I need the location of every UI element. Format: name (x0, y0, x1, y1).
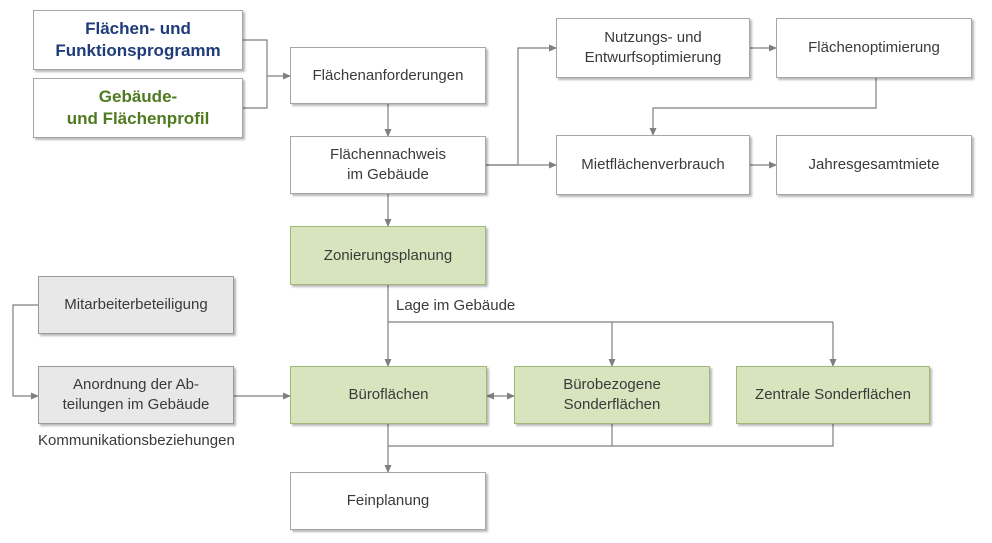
line: Gebäude- (98, 87, 178, 106)
line: Mietflächenverbrauch (581, 156, 725, 173)
line: Bürobezogene (563, 376, 661, 393)
box-gebaeude-flaechenprofil: Gebäude- und Flächenprofil (33, 78, 243, 138)
box-mietflaechenverbrauch: Mietflächenverbrauch (556, 135, 750, 195)
box-flaechenoptimierung: Flächenoptimierung (776, 18, 972, 78)
line: im Gebäude (347, 166, 429, 183)
line: Zonierungsplanung (323, 246, 453, 264)
line: Flächenoptimierung (808, 39, 940, 56)
connector-profil-to-anforderungen (243, 76, 268, 109)
label-lage-im-gebaeude: Lage im Gebäude (396, 297, 516, 314)
box-bueroflaechen: Büroflächen (290, 366, 487, 424)
line: Büroflächen (348, 386, 429, 403)
box-flaechennachweis: Flächennachweis im Gebäude (290, 136, 486, 194)
line: Anordnung der Ab- (73, 376, 199, 393)
box-feinplanung: Feinplanung (290, 472, 486, 530)
connector-programm-to-anforderungen (243, 39, 268, 76)
connector-mitarbeiter-to-anordnung (12, 304, 39, 400)
line: Feinplanung (346, 492, 430, 509)
connector-optimierung-to-mietflaechen (649, 78, 877, 136)
line: Mitarbeiterbeteiligung (64, 296, 208, 313)
line: Sonderflächen (563, 396, 661, 413)
line: Funktionsprogramm (55, 41, 221, 60)
box-zentrale-sonderflaechen: Zentrale Sonderflächen (736, 366, 930, 424)
box-anordnung-abteilungen: Anordnung der Ab- teilungen im Gebäude (38, 366, 234, 424)
line: teilungen im Gebäude (62, 396, 210, 413)
line: Nutzungs- und (604, 29, 702, 46)
box-mitarbeiterbeteiligung: Mitarbeiterbeteiligung (38, 276, 234, 334)
line: Zentrale Sonderflächen (755, 386, 911, 403)
box-flaechen-funktionsprogramm: Flächen- und Funktionsprogramm (33, 10, 243, 70)
line: Flächennachweis (330, 146, 446, 163)
box-buerobezogene-sonderflaechen: Bürobezogene Sonderflächen (514, 366, 710, 424)
label-kommunikationsbeziehungen: Kommunikationsbeziehungen (38, 432, 235, 449)
box-flaechenanforderungen: Flächenanforderungen (290, 47, 486, 104)
line: Jahresgesamtmiete (808, 156, 940, 173)
connector-nachweis-to-nutzungs (486, 44, 557, 166)
box-jahresgesamtmiete: Jahresgesamtmiete (776, 135, 972, 195)
line: Flächenanforderungen (312, 66, 464, 84)
line: Entwurfsoptimierung (584, 49, 722, 66)
line: Flächen- und (85, 19, 191, 38)
connector-zentrale-to-feinplanung (388, 424, 834, 447)
box-nutzungs-entwurfsoptimierung: Nutzungs- und Entwurfsoptimierung (556, 18, 750, 78)
line: und Flächenprofil (66, 109, 210, 128)
box-zonierungsplanung: Zonierungsplanung (290, 226, 486, 285)
